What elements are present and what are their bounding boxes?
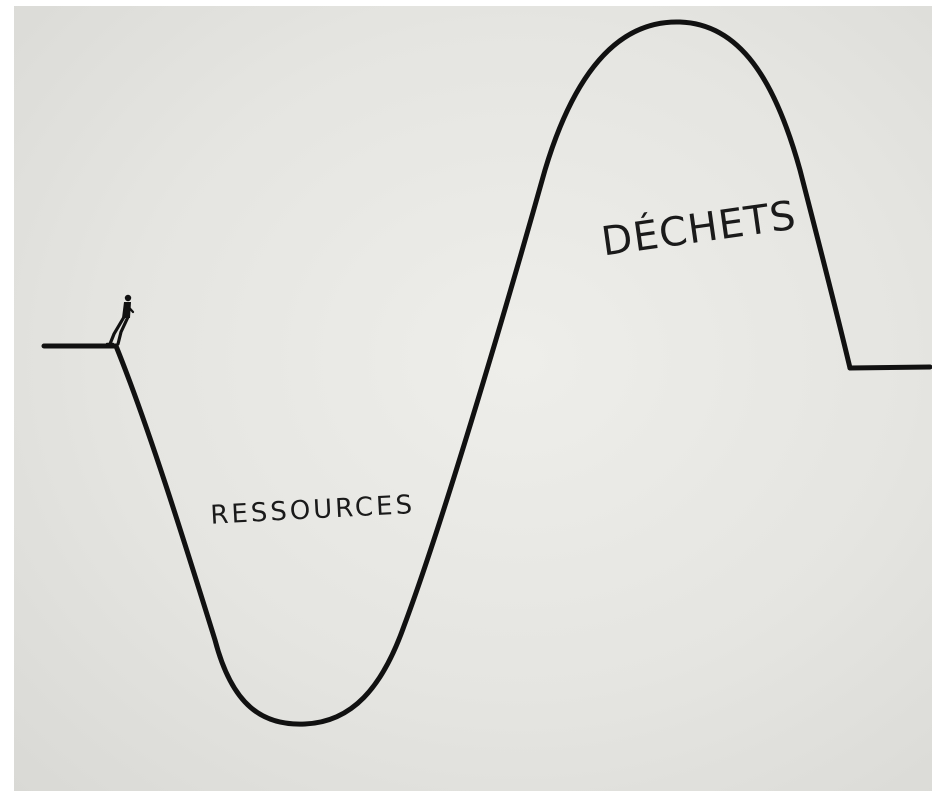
wave-curve bbox=[113, 19, 853, 727]
right-ledge-line bbox=[847, 364, 932, 371]
paper-sheet bbox=[14, 6, 932, 791]
walking-person-icon bbox=[105, 294, 135, 346]
resources-label: RESSOURCES bbox=[210, 490, 416, 531]
waste-label: DÉCHETS bbox=[598, 191, 799, 266]
